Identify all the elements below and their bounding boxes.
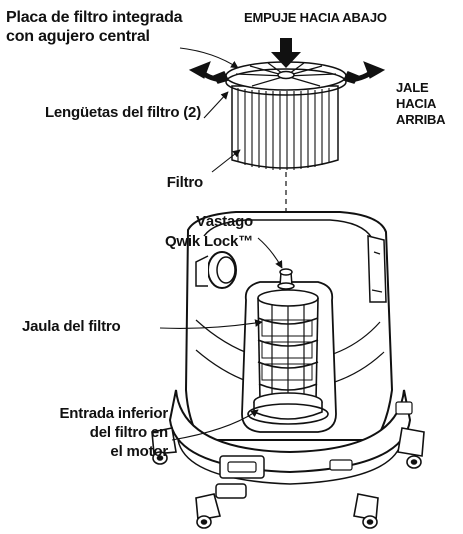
filter-plate bbox=[212, 61, 360, 96]
label-entrada-line3: el motor bbox=[110, 443, 168, 460]
caster-wheels bbox=[151, 427, 425, 529]
label-entrada: Entrada inferior del filtro en el motor bbox=[60, 404, 169, 461]
label-placa-line1: Placa de filtro integrada bbox=[6, 9, 183, 26]
label-jaula: Jaula del filtro bbox=[22, 318, 121, 335]
label-placa-line2: con agujero central bbox=[6, 28, 150, 45]
label-jale: JALE HACIA ARRIBA bbox=[396, 80, 446, 128]
label-vastago-line1: Vástago bbox=[196, 213, 253, 230]
pull-up-arrow-right bbox=[349, 61, 386, 83]
label-filtro: Filtro bbox=[166, 174, 203, 191]
label-vastago-line2: Qwik Lock™ bbox=[164, 233, 253, 250]
label-entrada-line1: Entrada inferior bbox=[59, 405, 169, 422]
pull-up-arrow-left bbox=[188, 61, 223, 83]
label-empuje: EMPUJE HACIA ABAJO bbox=[244, 10, 387, 25]
label-lenguetas: Lengüetas del filtro (2) bbox=[44, 104, 201, 121]
label-jale-line1: JALE bbox=[396, 80, 429, 95]
label-jale-line2: HACIA bbox=[396, 96, 437, 111]
label-entrada-line2: del filtro en bbox=[89, 424, 168, 441]
qwik-lock-stem bbox=[277, 268, 295, 290]
label-vastago: Vástago Qwik Lock™ bbox=[165, 212, 253, 252]
motor-base bbox=[168, 389, 413, 499]
push-down-arrow bbox=[271, 38, 301, 68]
label-placa-filtro: Placa de filtro integrada con agujero ce… bbox=[6, 8, 183, 46]
filter-pleated bbox=[231, 85, 339, 170]
label-jale-line3: ARRIBA bbox=[396, 112, 446, 127]
leader-lines bbox=[159, 47, 283, 441]
